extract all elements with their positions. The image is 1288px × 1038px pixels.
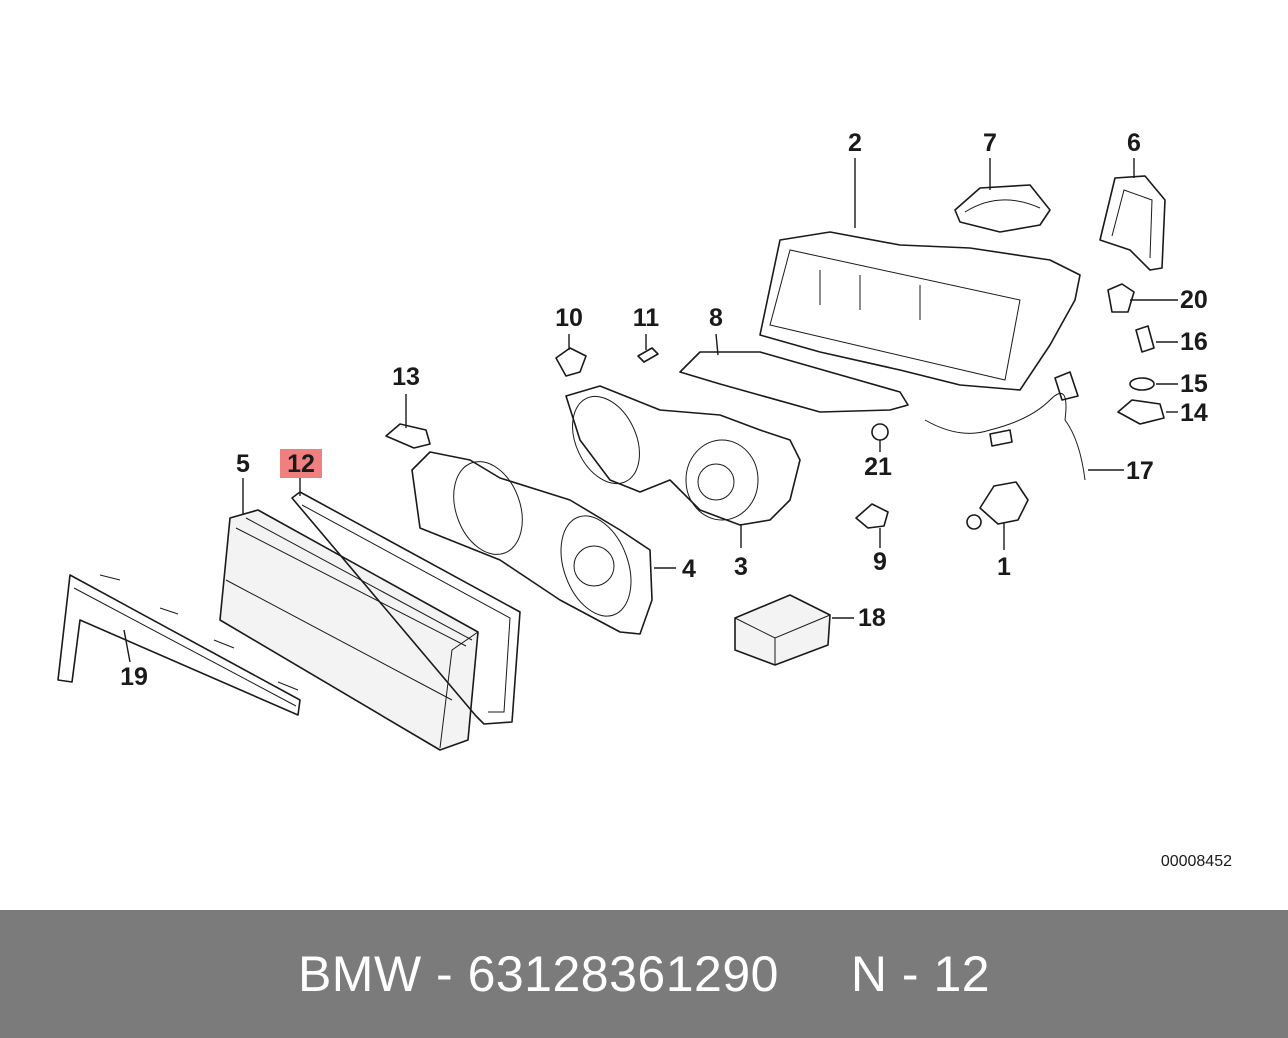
part-8-cover-plate	[679, 351, 909, 413]
part-14-bracket	[1117, 399, 1165, 425]
part-13-clip	[385, 423, 431, 449]
part-number-caption: BMW - 63128361290 N - 12	[297, 946, 991, 1002]
parts-diagram: 2 7 6 20 16 15 14 17 1 9 21 3 4 18 10 11…	[57, 129, 1233, 870]
diagram-id: 00008452	[1161, 853, 1232, 870]
callout-19: 19	[120, 663, 148, 691]
highlight-box-12	[280, 449, 322, 478]
callout-3: 3	[734, 553, 748, 581]
callout-2: 2	[848, 129, 862, 157]
part-17-wiring	[924, 371, 1086, 481]
part-4-reflector-frame	[411, 451, 653, 635]
callout-21: 21	[864, 453, 892, 481]
callout-11: 11	[633, 304, 660, 332]
callout-14: 14	[1180, 399, 1208, 427]
callout-9: 9	[873, 548, 887, 576]
part-7-cap	[954, 184, 1051, 233]
part-16-clip	[1135, 325, 1155, 353]
callout-10: 10	[555, 304, 583, 332]
footer-bar: BMW - 63128361290 N - 12	[0, 910, 1288, 1038]
callout-18: 18	[858, 604, 886, 632]
part-5-headlight-lens	[219, 509, 479, 751]
part-21-grommet	[871, 423, 889, 441]
part-15-nut	[1129, 377, 1155, 391]
leader-lines	[123, 158, 1178, 663]
part-2-main-housing	[759, 231, 1081, 391]
callout-16: 16	[1180, 328, 1208, 356]
callout-13: 13	[392, 363, 420, 391]
exploded-view-drawing: 2 7 6 20 16 15 14 17 1 9 21 3 4 18 10 11…	[57, 129, 1232, 870]
part-20-adjuster	[1107, 283, 1135, 313]
callout-12-highlighted: 12	[287, 450, 315, 478]
callout-7: 7	[983, 129, 997, 157]
callout-17: 17	[1126, 457, 1154, 485]
callout-8: 8	[709, 304, 723, 332]
part-10-bulb	[555, 347, 587, 377]
callout-6: 6	[1127, 129, 1141, 157]
part-19-trim-strip	[57, 574, 301, 716]
callout-5: 5	[236, 450, 250, 478]
part-9-bulb	[855, 503, 889, 529]
callout-20: 20	[1180, 286, 1208, 314]
part-1-actuator	[966, 481, 1029, 530]
callout-1: 1	[997, 553, 1011, 581]
callout-labels: 2 7 6 20 16 15 14 17 1 9 21 3 4 18 10 11…	[120, 129, 1208, 691]
callout-15: 15	[1180, 370, 1208, 398]
part-18-box	[734, 594, 831, 666]
part-3-projector-housing	[565, 385, 801, 526]
part-6-cover-bracket	[1099, 175, 1166, 271]
callout-4: 4	[682, 555, 696, 583]
part-11-bulb-small	[637, 347, 659, 363]
